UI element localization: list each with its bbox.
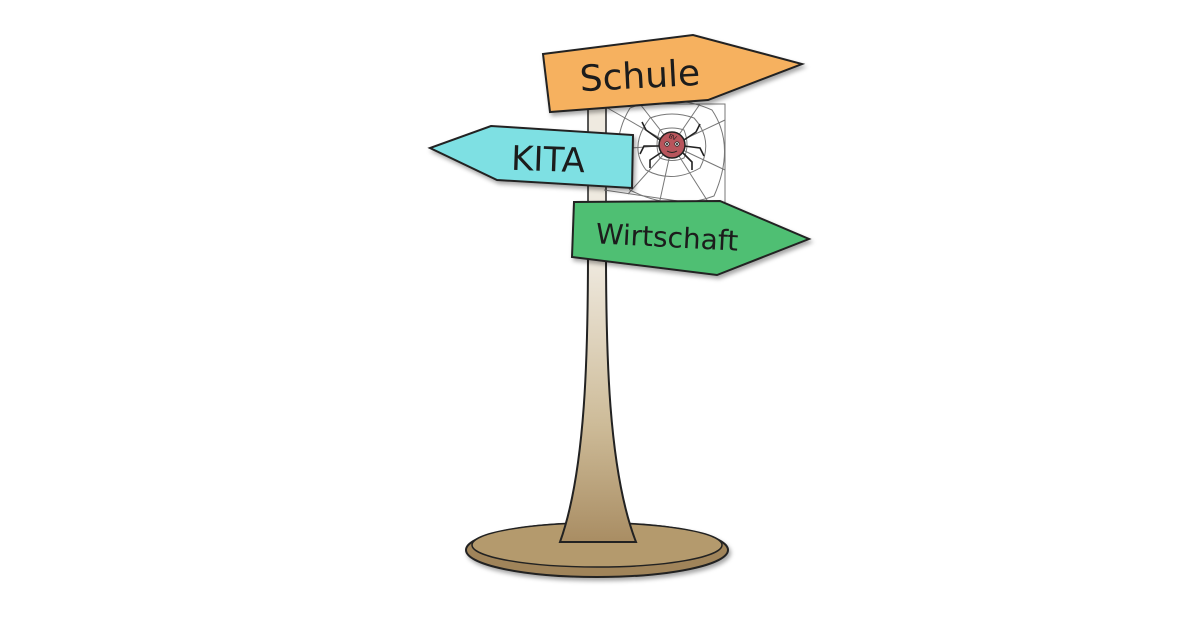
sign-kita-label: KITA	[510, 139, 585, 182]
sign-wirtschaft: Wirtschaft	[570, 199, 812, 277]
spider-initials: BV	[668, 133, 679, 143]
signpost-base	[465, 522, 729, 578]
spider: BV	[639, 121, 705, 170]
sign-wirtschaft-label: Wirtschaft	[595, 217, 739, 257]
signpost-pole	[558, 249, 638, 543]
sign-kita: KITA	[427, 124, 635, 190]
sign-schule-label: Schule	[579, 53, 701, 100]
sign-schule: Schule	[541, 33, 806, 114]
spider-body	[658, 131, 686, 159]
